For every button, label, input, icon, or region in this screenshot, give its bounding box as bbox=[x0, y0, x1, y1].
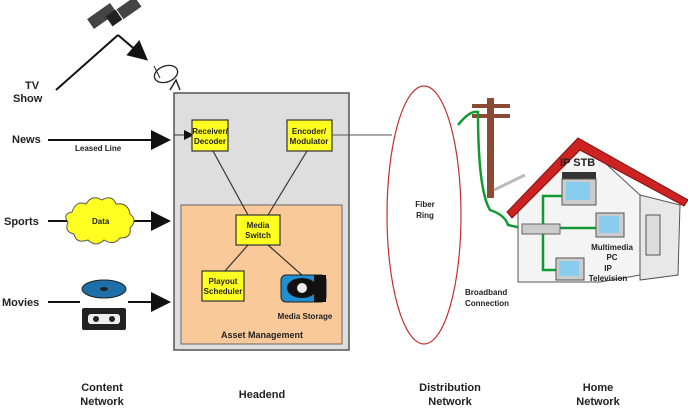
link-switch-storage bbox=[267, 244, 304, 277]
satellite-dish-icon bbox=[153, 64, 181, 91]
link-switch-playout bbox=[224, 244, 249, 272]
link-receiver-switch bbox=[212, 150, 249, 216]
headend-section-label: Headend bbox=[239, 389, 285, 401]
data-cloud-icon bbox=[65, 197, 135, 245]
media-switch-box bbox=[235, 214, 281, 246]
link-encoder-switch bbox=[267, 150, 308, 216]
encoder-modulator-label: Encoder/Modulator bbox=[290, 127, 329, 146]
house-icon bbox=[506, 137, 688, 283]
utility-pole-icon bbox=[472, 98, 526, 198]
tv-link-line bbox=[55, 34, 119, 91]
ip-stb-label: IP STB bbox=[560, 157, 595, 169]
movies-label: Movies bbox=[2, 297, 39, 309]
media-storage-icon bbox=[280, 274, 327, 303]
dvd-disc-icon bbox=[81, 279, 127, 299]
leased-line-label: Leased Line bbox=[75, 144, 122, 153]
receiver-decoder-box bbox=[191, 119, 229, 152]
sports-label: Sports bbox=[4, 216, 39, 228]
asset-management-label: Asset Management bbox=[221, 330, 303, 340]
ip-stb-tv-icon bbox=[561, 172, 597, 206]
satellite-downlink-arrow bbox=[117, 34, 149, 61]
broadband-cable bbox=[457, 110, 531, 232]
satellite-icon bbox=[87, 0, 142, 29]
ip-television-icon bbox=[555, 257, 585, 281]
fiber-ring bbox=[386, 85, 462, 345]
router-icon bbox=[521, 223, 561, 235]
receiver-decoder-label: Receiver/Decoder bbox=[192, 127, 228, 146]
vhs-tape-icon bbox=[82, 308, 126, 330]
multimedia-pc-icon bbox=[595, 212, 625, 238]
media-storage-label: Media Storage bbox=[278, 312, 333, 321]
news-label: News bbox=[12, 134, 41, 146]
playout-scheduler-box bbox=[201, 270, 245, 302]
data-cloud-label: Data bbox=[92, 217, 110, 226]
